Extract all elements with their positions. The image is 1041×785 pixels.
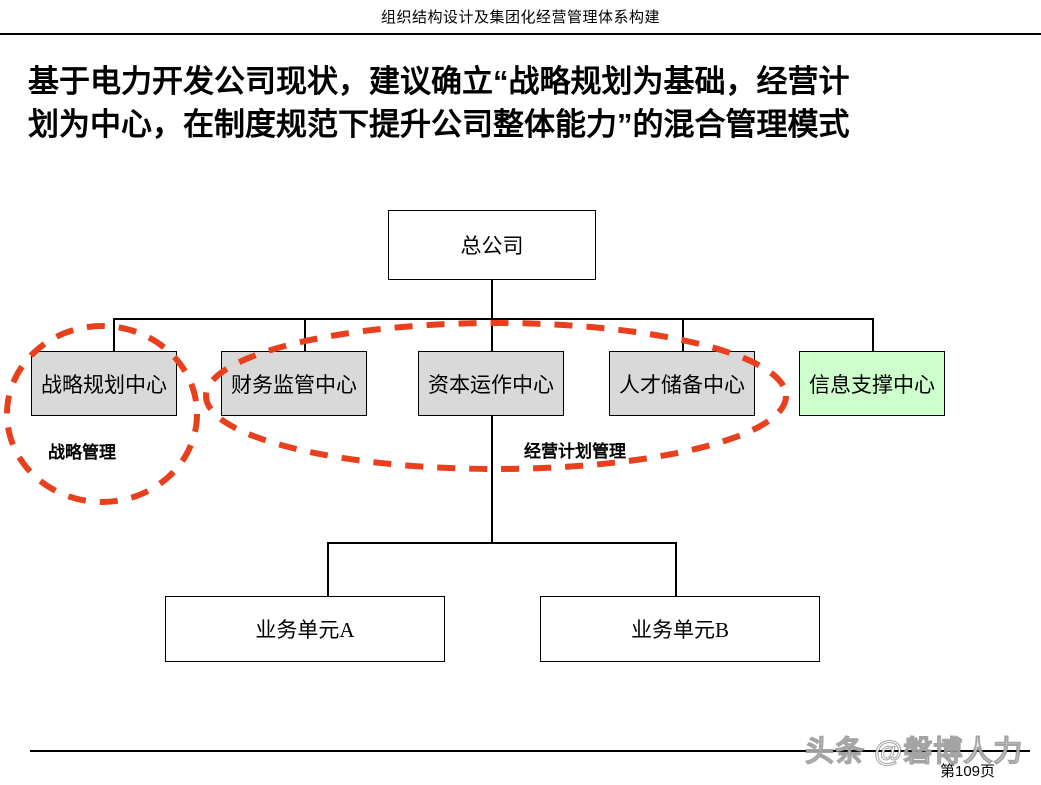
org-node-business-unit-a[interactable]: 业务单元A bbox=[165, 596, 445, 662]
connector-capital-stem bbox=[491, 416, 493, 542]
org-node-label: 资本运作中心 bbox=[428, 372, 554, 397]
org-node-label: 业务单元A bbox=[255, 618, 355, 642]
connector-business-bus bbox=[327, 542, 676, 544]
page-title: 基于电力开发公司现状，建议确立“战略规划为基础，经营计 划为中心，在制度规范下提… bbox=[28, 60, 1018, 146]
footer-divider bbox=[30, 750, 1030, 752]
connector-drop-center-3 bbox=[491, 318, 493, 351]
connector-drop-center-4 bbox=[682, 318, 684, 351]
watermark: 头条 @磐博人力 bbox=[804, 736, 1024, 769]
group-label-business-plan-management: 经营计划管理 bbox=[524, 442, 626, 461]
org-node-talent-reserve-center[interactable]: 人才储备中心 bbox=[609, 351, 755, 416]
org-node-label: 战略规划中心 bbox=[41, 372, 167, 397]
connector-root-stem bbox=[491, 280, 493, 318]
page-number: 第109页 bbox=[940, 763, 996, 780]
header-divider bbox=[0, 33, 1041, 35]
connector-drop-center-1 bbox=[113, 318, 115, 351]
connector-drop-center-2 bbox=[304, 318, 306, 351]
connector-drop-business-unit-a bbox=[327, 542, 329, 596]
page-title-line-2: 划为中心，在制度规范下提升公司整体能力”的混合管理模式 bbox=[28, 107, 850, 142]
org-node-label: 业务单元B bbox=[630, 618, 729, 642]
org-node-label: 财务监管中心 bbox=[231, 372, 357, 397]
org-node-label: 人才储备中心 bbox=[619, 372, 745, 397]
org-node-information-support-center[interactable]: 信息支撑中心 bbox=[799, 351, 945, 416]
group-label-strategic-management: 战略管理 bbox=[48, 443, 116, 462]
connector-drop-center-5 bbox=[872, 318, 874, 351]
connector-drop-business-unit-b bbox=[675, 542, 677, 596]
org-node-business-unit-b[interactable]: 业务单元B bbox=[540, 596, 820, 662]
connector-center-bus bbox=[113, 318, 873, 320]
org-node-root-label: 总公司 bbox=[460, 234, 524, 258]
org-node-root[interactable]: 总公司 bbox=[388, 210, 596, 280]
page-title-line-1: 基于电力开发公司现状，建议确立“战略规划为基础，经营计 bbox=[28, 64, 850, 99]
org-node-strategic-planning-center[interactable]: 战略规划中心 bbox=[31, 351, 177, 416]
org-node-capital-operation-center[interactable]: 资本运作中心 bbox=[418, 351, 564, 416]
slide-header-title: 组织结构设计及集团化经营管理体系构建 bbox=[380, 10, 660, 26]
org-node-financial-supervision-center[interactable]: 财务监管中心 bbox=[221, 351, 367, 416]
org-node-label: 信息支撑中心 bbox=[809, 372, 935, 397]
